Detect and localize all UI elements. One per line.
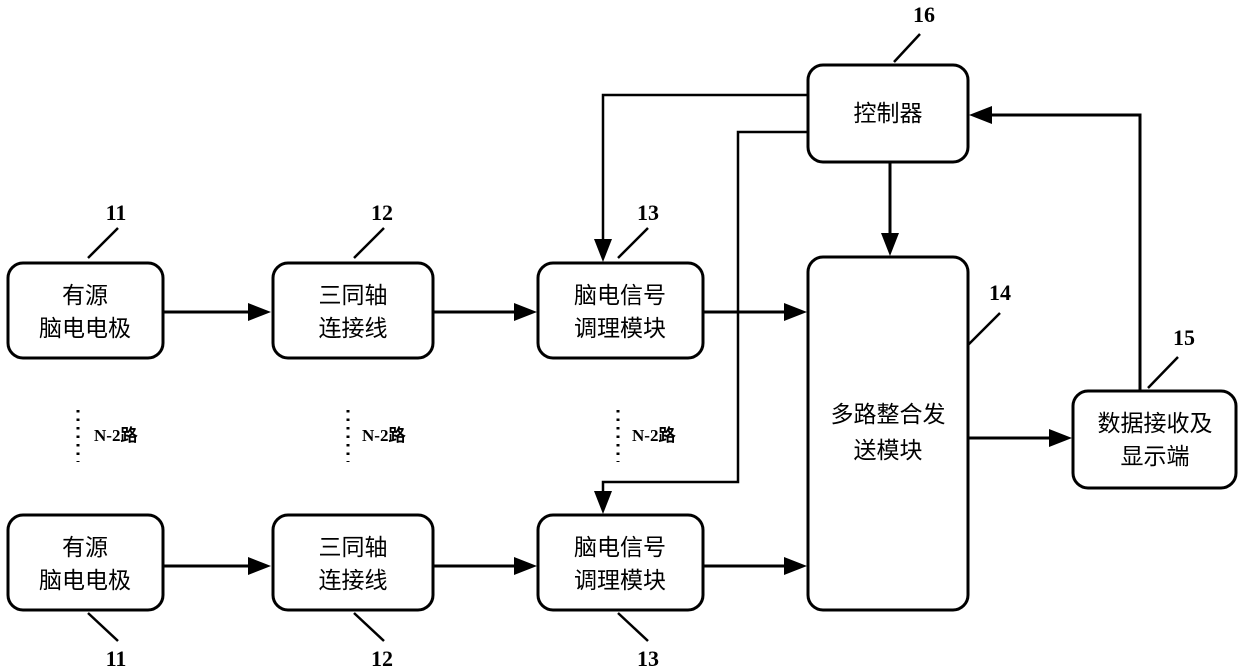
ref-number: 12	[371, 200, 393, 225]
block-label-line1: 三同轴	[319, 283, 388, 309]
block-label-line2: 送模块	[854, 438, 923, 464]
arrow-controller-to-multiplex	[881, 162, 899, 256]
arrow-electrode-to-cable-top	[163, 303, 271, 321]
arrow-receiver-to-controller	[969, 106, 1140, 391]
arrow-cable-to-conditioning-bottom	[433, 557, 537, 575]
block-label-line1: 有源	[62, 283, 108, 309]
block-label: 控制器	[854, 101, 923, 127]
ref-12-top: 12	[354, 200, 393, 258]
block-multiplex-transmit: 多路整合发 送模块	[808, 257, 968, 610]
arrow-controller-to-conditioning-top	[594, 95, 808, 262]
block-active-eeg-electrode-bottom: 有源 脑电电极	[8, 515, 163, 610]
arrow-conditioning-to-multiplex-top	[703, 303, 807, 321]
block-label-line1: 脑电信号	[574, 283, 666, 309]
ref-12-bottom: 12	[354, 613, 393, 671]
ref-number: 13	[637, 646, 659, 671]
block-active-eeg-electrode-top: 有源 脑电电极	[8, 263, 163, 358]
block-label-line1: 脑电信号	[574, 535, 666, 561]
ref-16: 16	[894, 2, 935, 62]
route-ellipsis-col1: N-2路	[78, 410, 138, 462]
route-label: N-2路	[94, 425, 138, 445]
ref-number: 12	[371, 646, 393, 671]
ref-13-bottom: 13	[618, 613, 659, 671]
block-label-line2: 调理模块	[574, 316, 666, 342]
block-eeg-conditioning-top: 脑电信号 调理模块	[538, 263, 703, 358]
arrow-conditioning-to-multiplex-bottom	[703, 557, 807, 575]
block-label-line1: 有源	[62, 535, 108, 561]
ref-15: 15	[1148, 325, 1195, 388]
block-label-line2: 显示端	[1121, 444, 1190, 470]
route-ellipsis-col3: N-2路	[618, 410, 676, 462]
ref-14: 14	[968, 280, 1011, 345]
block-label-line2: 连接线	[319, 568, 388, 594]
arrow-electrode-to-cable-bottom	[163, 557, 271, 575]
route-label: N-2路	[632, 425, 676, 445]
ref-13-top: 13	[618, 200, 659, 258]
ref-11-top: 11	[88, 200, 126, 258]
block-data-receive-display: 数据接收及 显示端	[1073, 391, 1236, 488]
block-label-line2: 调理模块	[574, 568, 666, 594]
block-triaxial-cable-bottom: 三同轴 连接线	[273, 515, 433, 610]
ref-number: 11	[106, 200, 127, 225]
ref-number: 15	[1173, 325, 1195, 350]
block-triaxial-cable-top: 三同轴 连接线	[273, 263, 433, 358]
block-label-line1: 三同轴	[319, 535, 388, 561]
block-label-line2: 脑电电极	[39, 316, 131, 342]
block-label-line2: 脑电电极	[39, 568, 131, 594]
ref-11-bottom: 11	[88, 613, 126, 671]
block-label-line1: 多路整合发	[831, 402, 946, 428]
block-controller: 控制器	[808, 65, 968, 162]
route-label: N-2路	[362, 425, 406, 445]
ref-number: 16	[913, 2, 935, 27]
block-label-line2: 连接线	[319, 316, 388, 342]
block-label-line1: 数据接收及	[1098, 411, 1213, 437]
ref-number: 14	[989, 280, 1011, 305]
ref-number: 13	[637, 200, 659, 225]
arrow-multiplex-to-receiver	[968, 429, 1072, 447]
arrow-cable-to-conditioning-top	[433, 303, 537, 321]
route-ellipsis-col2: N-2路	[348, 410, 406, 462]
block-eeg-conditioning-bottom: 脑电信号 调理模块	[538, 515, 703, 610]
ref-number: 11	[106, 646, 127, 671]
